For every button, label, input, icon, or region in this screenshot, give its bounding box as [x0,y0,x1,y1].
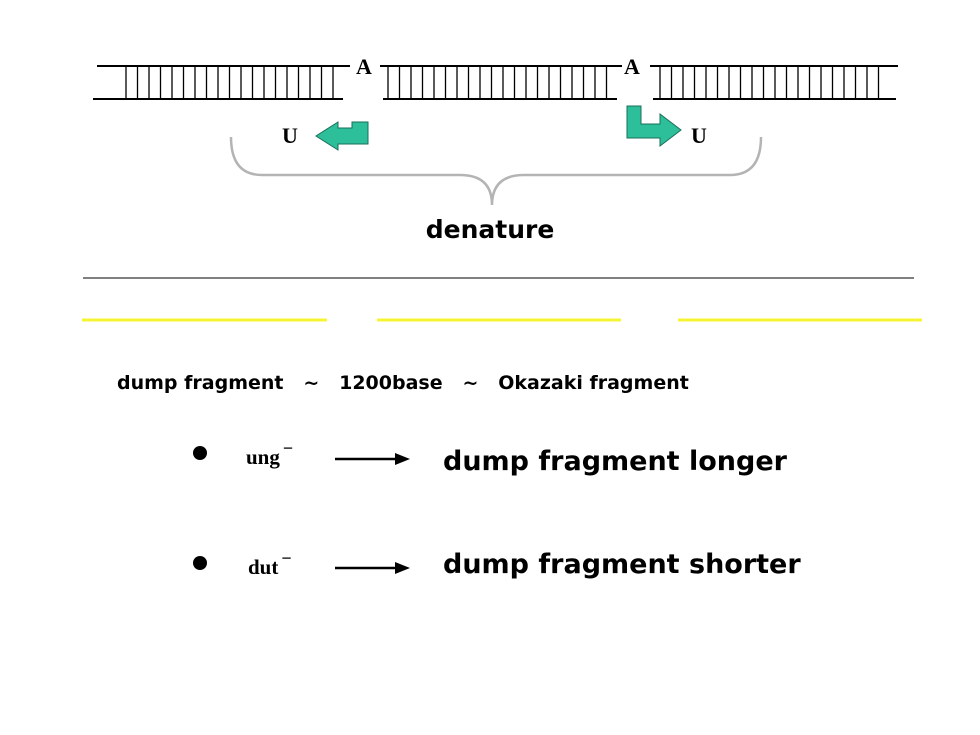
arrow-head-icon [395,562,410,574]
excision-arrow-left-icon [315,121,369,151]
excision-arrow-right-icon [626,105,682,148]
dna-base-pairs [125,67,880,98]
mutant-result-ung: dump fragment longer [443,446,788,477]
bullet-icon [193,556,207,570]
denature-label: denature [426,215,555,244]
site-label-left: A [356,54,372,79]
mutant-gene-ung: ung− [246,438,293,469]
fragment-note: dump fragment ~ 1200base ~ Okazaki fragm… [117,372,689,394]
denature-bracket [229,136,763,206]
uracil-label-left: U [282,123,298,148]
mutant-gene-dut: dut− [248,548,292,579]
arrow-head-icon [395,453,410,465]
uracil-label-right: U [691,123,707,148]
site-label-right: A [624,54,640,79]
dna-duplex [93,65,898,100]
mutant-result-dut: dump fragment shorter [443,549,801,580]
bullet-icon [193,446,207,460]
